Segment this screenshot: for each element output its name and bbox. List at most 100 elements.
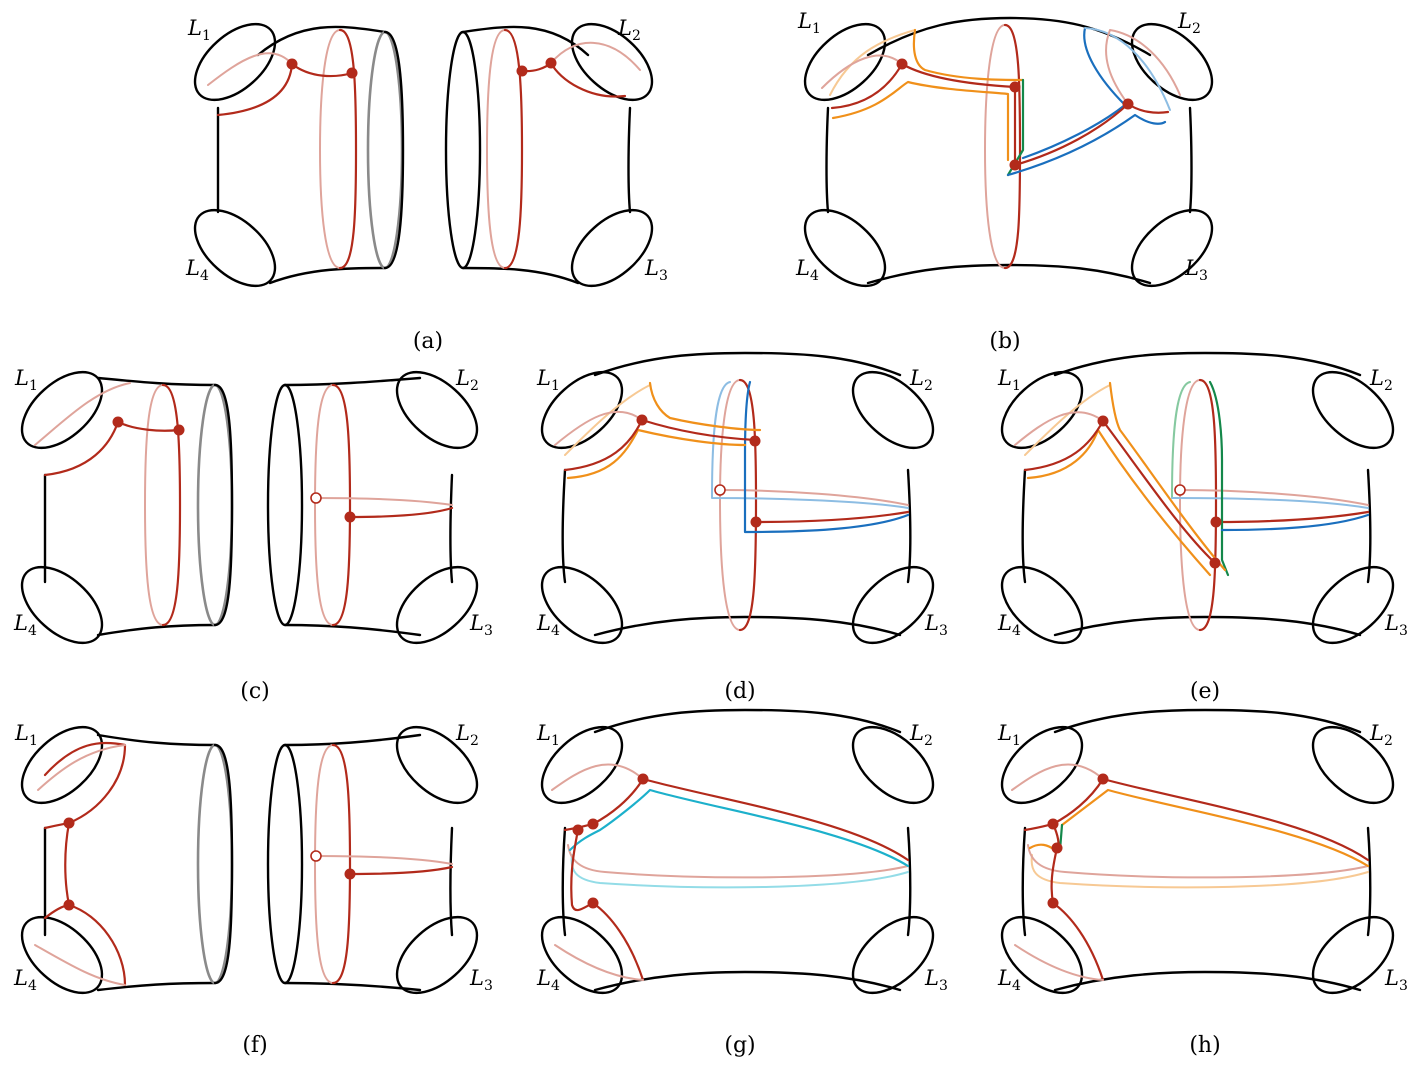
- panel-g-caption: (g): [724, 1033, 755, 1058]
- panel-e-vertex-1: [1097, 415, 1109, 427]
- panel-e-caption: (e): [1190, 679, 1220, 704]
- panel-c-right-curve-front: [331, 383, 352, 627]
- panel-c-vertex-hidden: [310, 492, 322, 504]
- panel-f-hole-L2: [395, 725, 479, 805]
- panel-g-right-edge: [906, 826, 912, 937]
- panel-h-left-edge: [1021, 826, 1027, 937]
- panel-a-label-L2: L2: [617, 16, 641, 44]
- panel-f-vertex-hidden: [310, 850, 322, 862]
- panel-f-arc-front: [348, 865, 454, 876]
- panel-h-red-back-L1: [1011, 763, 1104, 791]
- panel-e-arc-back: [1179, 489, 1369, 506]
- panel-f-left-top-edge: [96, 733, 217, 747]
- panel-b: L1 L2 L3 L4 (b): [795, 9, 1214, 354]
- panel-c-left-top-edge: [96, 376, 217, 387]
- panel-a-cut-left: [366, 30, 404, 270]
- panel-f-cut-left-front: [213, 743, 234, 985]
- panel-c-cut-right: [266, 383, 304, 627]
- panel-d-orange-front: [566, 381, 762, 480]
- panel-e-hole-L2: [1311, 370, 1395, 450]
- panel-a-hole-L2: [570, 22, 654, 102]
- panel-a-hole-L3: [570, 208, 654, 288]
- panel-c-label-L3: L3: [469, 611, 493, 639]
- panel-d-caption: (d): [724, 679, 755, 704]
- panel-e-label-L2: L2: [1369, 366, 1393, 394]
- panel-a-hole-L1: [193, 22, 277, 102]
- panel-a-arc-L1-back: [207, 52, 293, 86]
- panel-a-vertex-3: [516, 65, 528, 77]
- panel-d-arc-back: [719, 489, 909, 506]
- panel-f-label-L1: L1: [14, 721, 38, 749]
- panel-e-label-L1: L1: [997, 366, 1021, 394]
- panel-d-blue-front: [743, 380, 910, 534]
- panel-f-right-top-edge: [283, 733, 422, 747]
- panel-d-right-edge: [906, 468, 912, 584]
- panel-b-label-L2: L2: [1177, 9, 1201, 37]
- panel-e-left-edge: [1021, 468, 1027, 584]
- panel-b-curve-front: [1003, 23, 1022, 270]
- panel-b-label-L4: L4: [795, 256, 819, 284]
- panel-e-top-edge: [1053, 351, 1362, 377]
- panel-d-label-L2: L2: [909, 366, 933, 394]
- panel-a-right-side-edge: [627, 106, 632, 214]
- panel-c: L1 L2 L3 L4 (c): [13, 366, 493, 704]
- panel-f-left-bottom-edge: [96, 981, 217, 992]
- panel-d-label-L4: L4: [536, 611, 560, 639]
- panel-g-vertex-3: [587, 818, 599, 830]
- panel-g-hole-L4: [540, 915, 624, 995]
- panel-a-right-curve-back: [486, 29, 506, 269]
- panel-g-vertex-1: [637, 773, 649, 785]
- panel-d-hole-L1: [540, 370, 624, 450]
- panel-h-label-L2: L2: [1369, 721, 1393, 749]
- panel-h-red-back-L4: [1014, 944, 1104, 981]
- panel-e-right-edge: [1366, 468, 1372, 584]
- panel-h-label-L3: L3: [1384, 966, 1408, 994]
- panel-c-label-L2: L2: [455, 366, 479, 394]
- panel-a-left-bottom-edge: [268, 266, 387, 285]
- panel-f-cut-right: [266, 743, 304, 985]
- panel-h: L1 L2 L3 L4 (h): [997, 708, 1408, 1058]
- panel-g-red-back-L4: [554, 944, 644, 981]
- panel-d-label-L3: L3: [924, 611, 948, 639]
- panel-c-caption: (c): [240, 679, 270, 704]
- panel-f-label-L3: L3: [469, 966, 493, 994]
- panel-f-hole-L1: [20, 725, 104, 805]
- panel-f-hole-L4: [20, 915, 104, 995]
- panel-h-hole-L1: [1000, 725, 1084, 805]
- panel-b-curve-back: [984, 24, 1006, 269]
- panel-d-left-edge: [561, 468, 567, 584]
- panel-g-left-edge: [561, 826, 567, 937]
- panel-c-hole-L2: [395, 370, 479, 450]
- panel-c-vertex-3: [344, 511, 356, 523]
- panel-b-label-L1: L1: [797, 9, 821, 37]
- panel-d-red-back: [554, 410, 643, 446]
- panel-b-red-back: [821, 29, 1181, 105]
- panel-f: L1 L2 L3 L4 (f): [13, 721, 493, 1058]
- panel-c-right-top-edge: [283, 376, 422, 387]
- panel-d-vertex-hidden: [714, 484, 726, 496]
- panel-g-vertex-4: [587, 897, 599, 909]
- panel-e-red-path: [1023, 419, 1217, 565]
- panel-c-cut-left-front: [213, 383, 234, 627]
- panel-c-curve-back: [144, 384, 164, 626]
- panel-a-caption: (a): [413, 329, 443, 354]
- panel-f-arc-back: [315, 855, 453, 865]
- panel-g-hole-L3: [851, 915, 935, 995]
- panel-b-left-edge: [825, 106, 830, 214]
- panel-b-bottom-edge: [866, 263, 1152, 285]
- panel-h-hole-L4: [1000, 915, 1084, 995]
- panel-e-hole-L1: [1000, 370, 1084, 450]
- panel-d-curve-front: [738, 378, 758, 632]
- panel-e-red-back: [1014, 411, 1104, 446]
- panel-b-hole-L2: [1130, 22, 1214, 102]
- panel-f-right-curve-front: [331, 743, 352, 985]
- panel-c-arc-L1: [43, 420, 181, 477]
- panel-c-curve-front: [161, 383, 182, 627]
- panel-h-label-L4: L4: [997, 966, 1021, 994]
- panel-f-arc-L1: [43, 741, 127, 830]
- panel-f-arc-L1-back: [37, 744, 126, 791]
- panel-f-vertex-1: [63, 817, 75, 829]
- panel-a-vertex-4: [545, 57, 557, 69]
- panel-d-label-L1: L1: [536, 366, 560, 394]
